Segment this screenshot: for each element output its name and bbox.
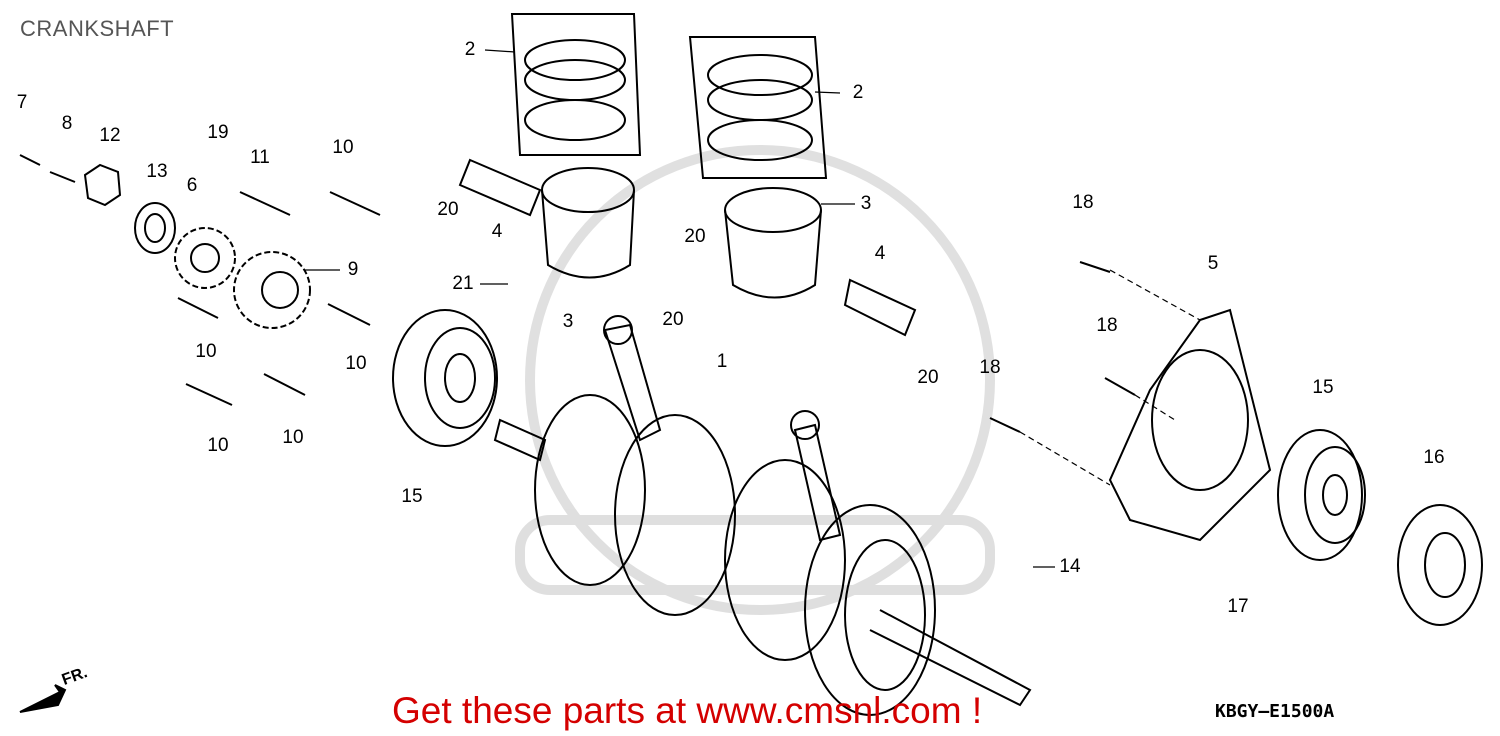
- bolts: [19, 154, 1136, 433]
- callout-14: 14: [1059, 556, 1081, 577]
- callout-18: 18: [979, 357, 1001, 378]
- callout-17: 17: [1227, 596, 1249, 617]
- callout-20: 20: [917, 367, 939, 388]
- callout-10: 10: [207, 435, 229, 456]
- callout-21: 21: [452, 273, 474, 294]
- callout-4: 4: [874, 243, 886, 264]
- callout-16: 16: [1423, 447, 1445, 468]
- callout-20: 20: [662, 309, 684, 330]
- callout-20: 20: [684, 226, 706, 247]
- bearing-set-plate: [1108, 308, 1272, 542]
- callout-6: 6: [186, 175, 198, 196]
- callout-1: 1: [716, 351, 728, 372]
- watermark-logo: [515, 145, 995, 615]
- front-direction-arrow: [19, 684, 67, 713]
- callout-9: 9: [347, 259, 359, 280]
- piston-rings-right: [688, 36, 828, 179]
- crankshaft: [493, 315, 1032, 716]
- piston-right: [724, 187, 822, 299]
- diagram-title: CRANKSHAFT: [20, 16, 175, 41]
- callout-8: 8: [61, 113, 73, 134]
- piston-rings-left: [510, 13, 642, 156]
- callout-19: 19: [207, 122, 229, 143]
- leader-lines: [305, 49, 1201, 568]
- piston-pin-left: [458, 158, 542, 217]
- callout-11: 11: [250, 147, 270, 168]
- primary-gear: [174, 227, 236, 289]
- callout-18: 18: [1072, 192, 1094, 213]
- nut-washer: [83, 163, 176, 254]
- cam-gear: [233, 251, 311, 329]
- promo-link[interactable]: Get these parts at www.cmsnl.com !: [392, 690, 983, 731]
- callout-10: 10: [282, 427, 304, 448]
- callout-2: 2: [464, 39, 476, 60]
- oil-seal: [1397, 504, 1483, 626]
- callout-20: 20: [437, 199, 459, 220]
- diagram-code: KBGY—E1500A: [1215, 701, 1335, 722]
- callout-7: 7: [16, 92, 28, 113]
- callout-10: 10: [195, 341, 217, 362]
- callout-10: 10: [345, 353, 367, 374]
- callout-2: 2: [852, 82, 864, 103]
- piston-pin-right: [843, 278, 917, 337]
- callout-5: 5: [1207, 253, 1219, 274]
- bearing-right: [1277, 429, 1366, 561]
- callout-3: 3: [562, 311, 574, 332]
- callout-18: 18: [1096, 315, 1118, 336]
- callout-12: 12: [99, 125, 121, 146]
- callout-15: 15: [1312, 377, 1334, 398]
- callout-13: 13: [146, 161, 168, 182]
- callout-4: 4: [491, 221, 503, 242]
- bearing-left: [392, 309, 498, 447]
- callout-10: 10: [332, 137, 354, 158]
- callout-15: 15: [401, 486, 423, 507]
- callout-3: 3: [860, 193, 872, 214]
- piston-left: [541, 167, 635, 279]
